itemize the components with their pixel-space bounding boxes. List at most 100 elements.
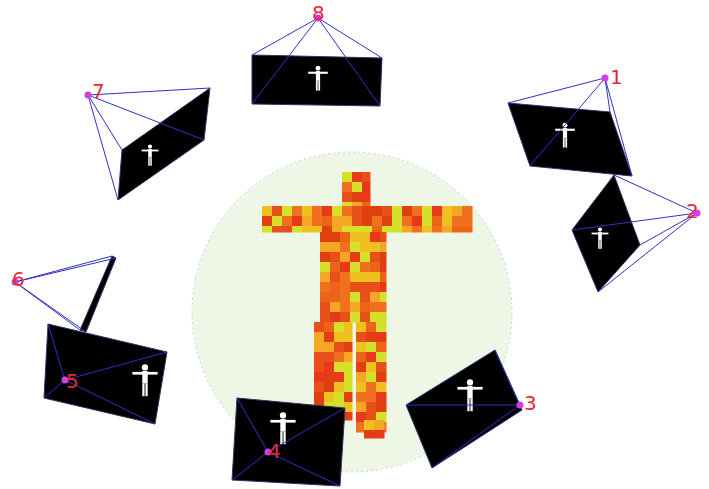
camera: [572, 175, 701, 292]
voxel: [432, 206, 443, 217]
voxel: [356, 362, 367, 373]
voxel: [360, 262, 371, 273]
voxel: [314, 392, 325, 403]
voxel: [344, 322, 353, 333]
silhouette: [563, 138, 565, 148]
voxel: [370, 272, 381, 283]
voxel: [282, 216, 293, 227]
voxel: [422, 226, 433, 233]
voxel: [330, 272, 341, 283]
voxel: [344, 332, 353, 343]
voxel: [340, 302, 351, 313]
voxel: [330, 282, 341, 293]
camera: [508, 75, 632, 177]
voxel: [320, 252, 331, 263]
voxel: [360, 252, 371, 263]
voxel: [312, 226, 323, 233]
voxel: [272, 206, 283, 217]
voxel: [330, 252, 341, 263]
voxel: [380, 262, 387, 273]
voxel: [334, 392, 345, 403]
callout-number: 6: [12, 268, 25, 290]
view-ray: [88, 95, 118, 200]
callout-number: 2: [686, 200, 699, 222]
voxel: [282, 206, 293, 217]
voxel: [334, 352, 345, 363]
silhouette: [565, 138, 567, 148]
voxel: [356, 332, 367, 343]
voxel: [344, 412, 353, 421]
voxel: [370, 262, 381, 273]
silhouette: [145, 384, 147, 397]
voxel: [452, 226, 463, 233]
voxel: [344, 392, 353, 403]
voxel: [374, 430, 385, 439]
camera: [12, 256, 117, 332]
voxel: [360, 292, 371, 303]
voxel: [342, 226, 353, 233]
voxel: [324, 362, 335, 373]
view-ray: [48, 324, 65, 380]
voxel: [412, 206, 423, 217]
voxel: [422, 216, 433, 227]
voxel: [324, 372, 335, 383]
voxel: [362, 182, 371, 193]
voxel: [364, 430, 375, 439]
voxel: [314, 372, 325, 383]
voxel: [356, 392, 367, 403]
silhouette: [148, 157, 150, 165]
voxel: [324, 392, 335, 403]
voxel: [342, 192, 353, 203]
voxel: [272, 216, 283, 227]
voxel: [442, 216, 453, 227]
voxel: [340, 262, 351, 273]
voxel: [366, 372, 377, 383]
view-ray: [614, 175, 697, 213]
voxel: [314, 352, 325, 363]
voxel: [320, 302, 331, 313]
view-ray: [65, 352, 167, 380]
voxel: [452, 206, 463, 217]
voxel: [402, 206, 413, 217]
voxel: [332, 216, 343, 227]
voxel: [344, 372, 353, 383]
voxel: [350, 272, 361, 283]
voxel: [350, 312, 361, 323]
voxel: [350, 282, 361, 293]
voxel: [372, 216, 383, 227]
voxel: [324, 332, 335, 343]
view-ray: [318, 18, 380, 106]
voxel: [360, 232, 371, 243]
voxel: [344, 342, 353, 353]
voxel: [356, 352, 367, 363]
voxel: [356, 382, 367, 393]
silhouette: [457, 387, 482, 390]
voxel: [352, 202, 363, 207]
voxel: [320, 232, 331, 243]
voxel: [314, 342, 325, 353]
voxel: [402, 216, 413, 227]
callout-number: 5: [66, 370, 79, 392]
voxel: [452, 216, 463, 227]
voxel: [350, 292, 361, 303]
silhouette: [467, 379, 473, 385]
voxel: [330, 312, 341, 323]
view-ray: [252, 18, 318, 55]
voxel: [362, 226, 373, 233]
silhouette: [598, 240, 600, 248]
voxel: [370, 252, 381, 263]
silhouette: [598, 228, 602, 232]
voxel: [330, 292, 341, 303]
voxel: [334, 382, 345, 393]
camera-center: [602, 75, 609, 82]
voxel: [392, 226, 403, 233]
voxel: [380, 252, 387, 263]
voxel: [352, 192, 363, 203]
voxel: [366, 342, 377, 353]
voxel: [282, 226, 293, 233]
voxel: [340, 232, 351, 243]
voxel: [334, 322, 345, 333]
voxel: [342, 216, 353, 227]
